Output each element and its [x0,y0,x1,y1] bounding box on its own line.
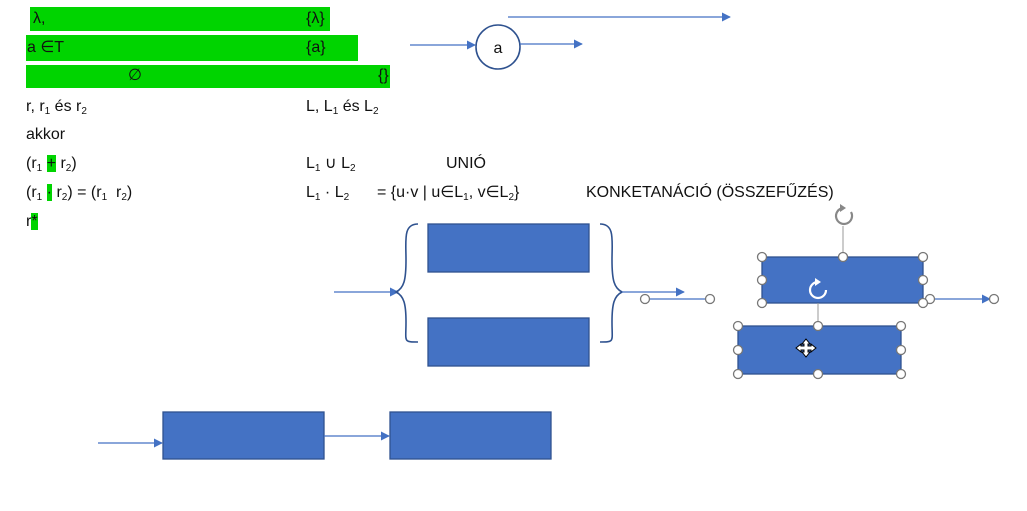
lambda-left[interactable]: λ, [33,10,46,27]
highlight-bar-empty [26,65,390,88]
union-box-top[interactable] [427,223,590,273]
resize-handles-bottom-box[interactable] [732,320,907,380]
concat-language[interactable]: L1 · L2 [306,184,350,203]
star-operator-highlight: * [31,213,38,230]
concat-label[interactable]: KONKETANÁCIÓ (ÖSSZEFŰZÉS) [586,184,834,201]
concat-box-first[interactable] [162,411,325,460]
rotate-handle-icon[interactable] [834,204,854,225]
right-brace [599,223,624,343]
rotate-handle-icon[interactable] [808,278,828,300]
state-circle-a[interactable] [475,24,521,70]
r-definition-left[interactable]: r, r1 és r2 [26,98,87,117]
concat-expression[interactable]: (r1 · r2) = (r1 r2) [26,184,133,203]
union-language[interactable]: L1 ∪ L2 [306,155,356,174]
kleene-star-expression[interactable]: r* [26,213,38,230]
union-label[interactable]: UNIÓ [446,155,486,172]
union-box-bottom[interactable] [427,317,590,367]
union-operator-highlight: + [46,155,57,172]
akkor-text[interactable]: akkor [26,126,66,143]
union-expression[interactable]: (r1 + r2) [26,155,77,174]
connector-handle-start[interactable] [639,293,651,305]
empty-set-left[interactable]: ∅ [128,67,142,84]
r-definition-right[interactable]: L, L1 és L2 [306,98,379,117]
group-connector-end-handle[interactable] [988,293,1000,305]
lambda-right[interactable]: {λ} [306,10,325,27]
selected-box-bottom[interactable] [737,325,902,375]
connector-handle-end[interactable] [704,293,716,305]
concat-box-second[interactable] [389,411,552,460]
move-cursor-icon [795,338,817,358]
selected-box-top[interactable] [761,256,924,304]
highlight-bar-a-in-t [26,35,358,61]
left-brace [394,223,419,343]
resize-handles-top-box[interactable] [756,251,929,309]
a-in-t-right[interactable]: {a} [306,39,326,56]
state-label: a [494,40,503,57]
concat-set-definition[interactable]: = {u·v | u∈L1, v∈L2} [377,184,520,203]
highlight-bar-lambda [30,7,330,31]
concat-operator-highlight: · [46,184,52,201]
a-in-t-left[interactable]: a ∈T [27,39,65,56]
empty-set-right[interactable]: {} [378,67,389,84]
